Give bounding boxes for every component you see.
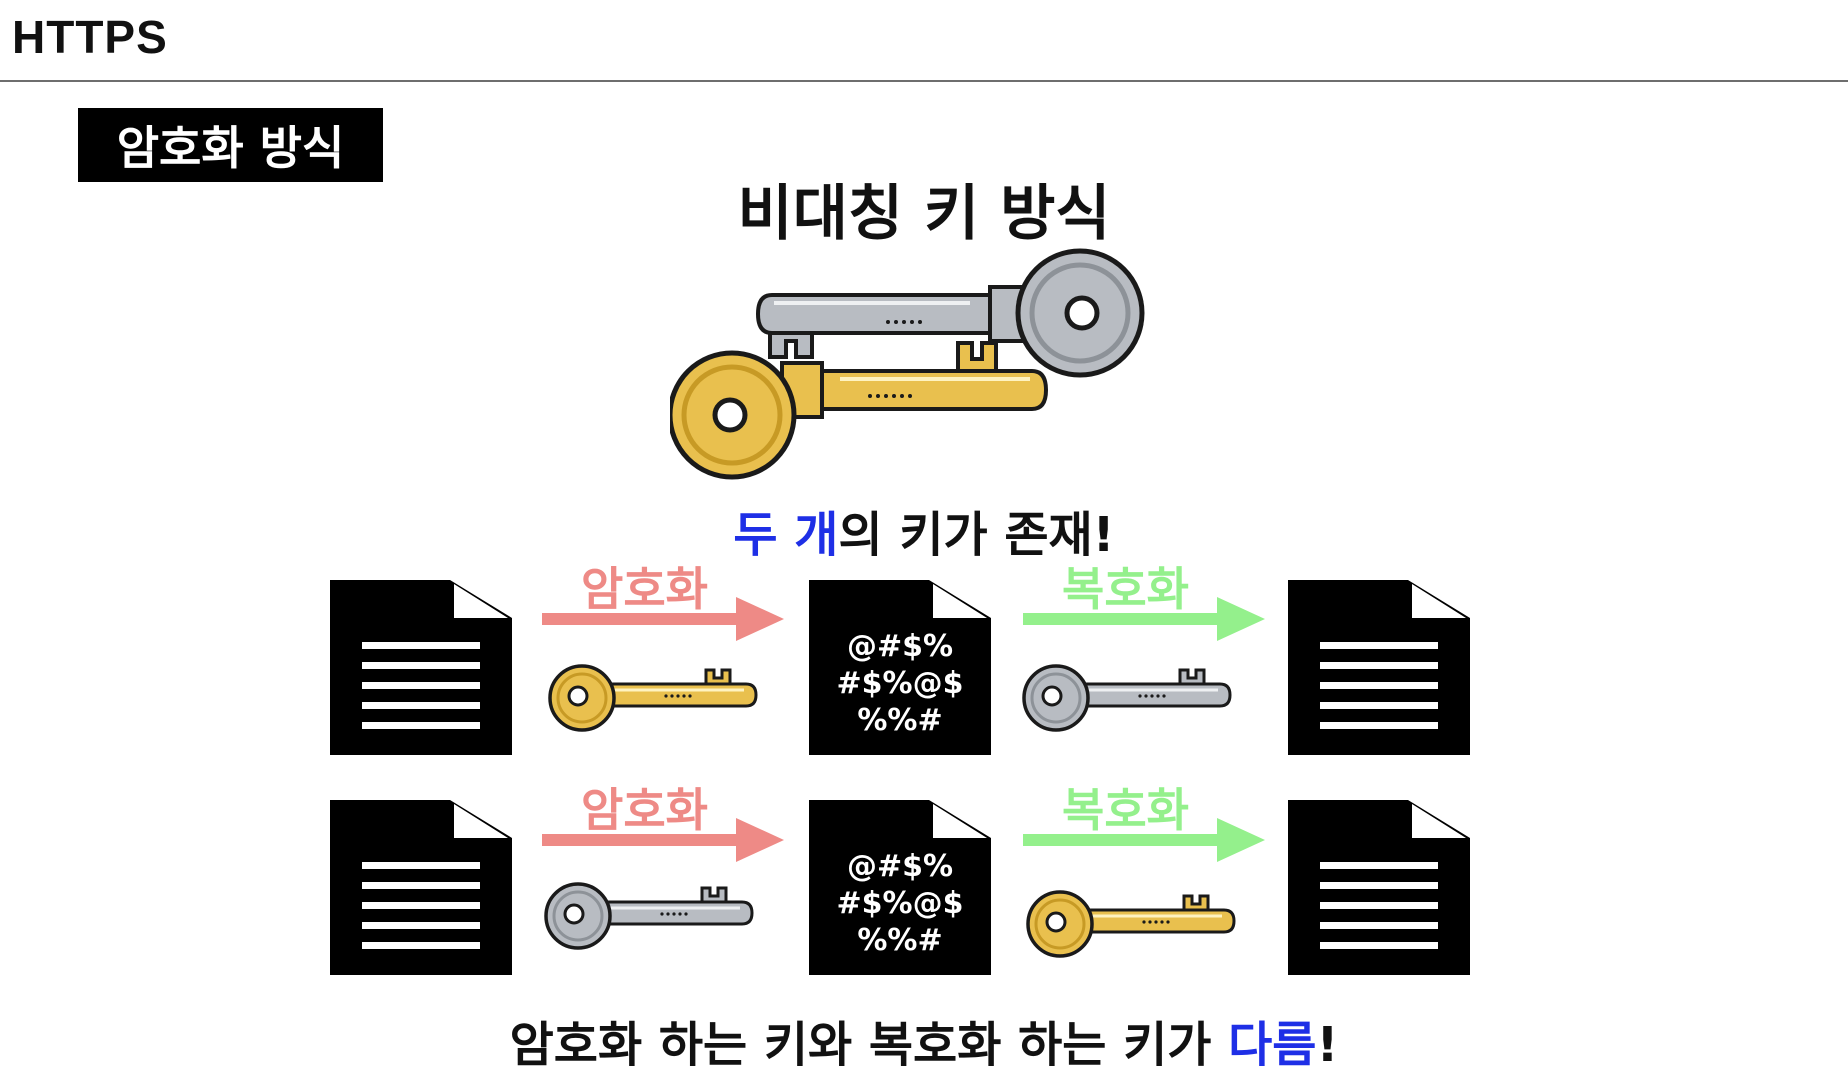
bottom-note: 암호화 하는 키와 복호화 하는 키가 다름!: [0, 1005, 1848, 1075]
key-pair-icon: [670, 248, 1145, 480]
header-title: HTTPS: [12, 11, 168, 63]
document-icon: [1288, 580, 1470, 755]
document-icon: [330, 580, 512, 755]
silver-key-icon: [544, 880, 756, 960]
arrow-right-icon: [542, 818, 784, 862]
cipher-text: @#$% #$%@$ %%#: [836, 849, 964, 958]
header-divider: [0, 80, 1848, 82]
gold-key-icon: [548, 662, 760, 742]
subtitle-rest: 의 키가 존재!: [838, 507, 1115, 563]
note-highlight: 다름: [1228, 1017, 1317, 1073]
gold-key-icon: [670, 341, 1049, 480]
diagram-subtitle: 두 개의 키가 존재!: [0, 495, 1848, 565]
document-icon: [330, 800, 512, 975]
encrypt-label: 암호화: [581, 562, 708, 616]
decrypt-label: 복호화: [1062, 562, 1189, 616]
document-icon: [1288, 800, 1470, 975]
encrypt-arrow: 암호화: [542, 776, 787, 862]
gold-key-icon: [1026, 888, 1238, 968]
silver-key-icon: [755, 248, 1145, 378]
decrypt-arrow: 복호화: [1023, 555, 1268, 641]
diagram-title: 비대칭 키 방식: [737, 179, 1111, 249]
decrypt-label: 복호화: [1062, 783, 1189, 837]
note-prefix: 암호화 하는 키와 복호화 하는 키가: [509, 1017, 1229, 1073]
decrypt-arrow: 복호화: [1023, 776, 1268, 862]
section-badge: 암호화 방식: [78, 108, 383, 182]
arrow-right-icon: [542, 597, 784, 641]
silver-key-icon: [1022, 662, 1234, 742]
encrypt-label: 암호화: [581, 783, 708, 837]
subtitle-highlight: 두 개: [733, 507, 839, 563]
arrow-right-icon: [1023, 818, 1265, 862]
encrypted-document-icon: @#$% #$%@$ %%#: [809, 800, 991, 975]
encrypted-document-icon: @#$% #$%@$ %%#: [809, 580, 991, 755]
cipher-text: @#$% #$%@$ %%#: [836, 629, 964, 738]
encrypt-arrow: 암호화: [542, 555, 787, 641]
note-suffix: !: [1316, 1017, 1339, 1073]
arrow-right-icon: [1023, 597, 1265, 641]
